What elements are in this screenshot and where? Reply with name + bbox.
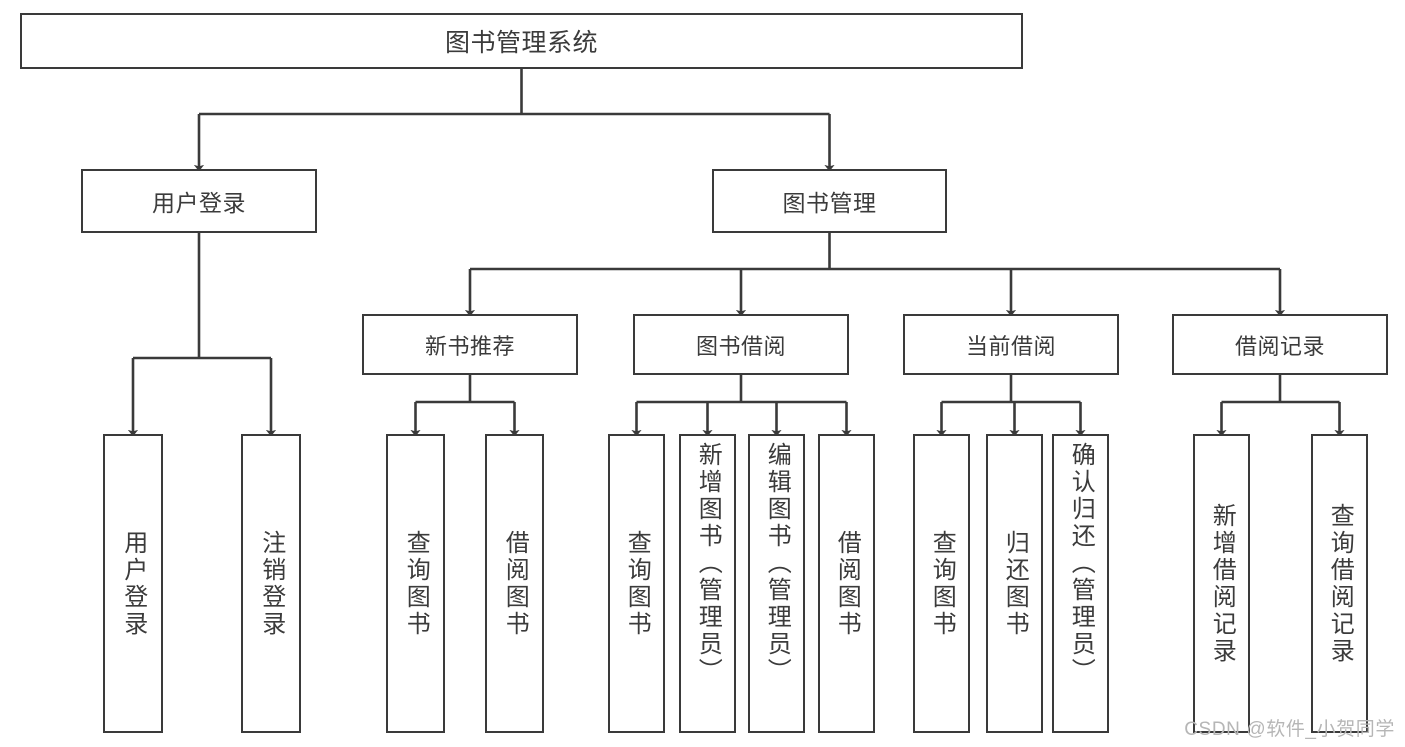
node-user-login-label: 用户登录 [152,190,246,216]
node-leaf-user-login[interactable]: 用户登录 [103,434,163,733]
node-leaf-confirm-return-admin[interactable]: 确认归还（管理员） [1052,434,1109,733]
node-leaf-query-book-cur-label: 查询图书 [928,529,956,638]
node-leaf-borrow-book[interactable]: 借阅图书 [818,434,875,733]
node-leaf-return-book[interactable]: 归还图书 [986,434,1043,733]
node-leaf-query-book-borrow-label: 查询图书 [623,529,651,638]
node-leaf-edit-book-admin[interactable]: 编辑图书（管理员） [748,434,805,733]
node-user-login[interactable]: 用户登录 [81,169,317,233]
node-current-borrow[interactable]: 当前借阅 [903,314,1119,375]
node-book-borrow-label: 图书借阅 [695,333,786,359]
node-leaf-add-book-admin-label: 新增图书（管理员） [694,442,722,685]
watermark-text: CSDN @软件_小贺同学 [1184,719,1395,740]
node-leaf-query-borrow-record-label: 查询借阅记录 [1326,502,1354,665]
node-root[interactable]: 图书管理系统 [20,13,1023,69]
node-leaf-query-book-borrow[interactable]: 查询图书 [608,434,665,733]
node-leaf-user-login-label: 用户登录 [119,529,147,638]
node-leaf-return-book-label: 归还图书 [1001,529,1029,638]
node-new-book-recommend-label: 新书推荐 [424,333,515,359]
node-new-book-recommend[interactable]: 新书推荐 [362,314,578,375]
node-leaf-add-book-admin[interactable]: 新增图书（管理员） [679,434,736,733]
node-leaf-borrow-book-rec-label: 借阅图书 [501,529,529,638]
node-leaf-query-book-rec-label: 查询图书 [402,529,430,638]
node-leaf-borrow-book-label: 借阅图书 [833,529,861,638]
node-leaf-logout[interactable]: 注销登录 [241,434,301,733]
node-leaf-add-borrow-record-label: 新增借阅记录 [1208,502,1236,665]
node-leaf-add-borrow-record[interactable]: 新增借阅记录 [1193,434,1250,733]
node-borrow-record-label: 借阅记录 [1234,333,1325,359]
node-leaf-edit-book-admin-label: 编辑图书（管理员） [763,442,791,685]
node-leaf-logout-label: 注销登录 [257,529,285,638]
node-leaf-query-book-cur[interactable]: 查询图书 [913,434,970,733]
node-book-borrow[interactable]: 图书借阅 [633,314,849,375]
node-book-manage[interactable]: 图书管理 [712,169,947,233]
node-leaf-query-book-rec[interactable]: 查询图书 [386,434,445,733]
node-book-manage-label: 图书管理 [782,190,877,216]
node-leaf-confirm-return-admin-label: 确认归还（管理员） [1067,442,1095,685]
node-leaf-borrow-book-rec[interactable]: 借阅图书 [485,434,544,733]
node-leaf-query-borrow-record[interactable]: 查询借阅记录 [1311,434,1368,733]
node-root-label: 图书管理系统 [444,29,598,57]
node-borrow-record[interactable]: 借阅记录 [1172,314,1388,375]
node-current-borrow-label: 当前借阅 [965,333,1056,359]
